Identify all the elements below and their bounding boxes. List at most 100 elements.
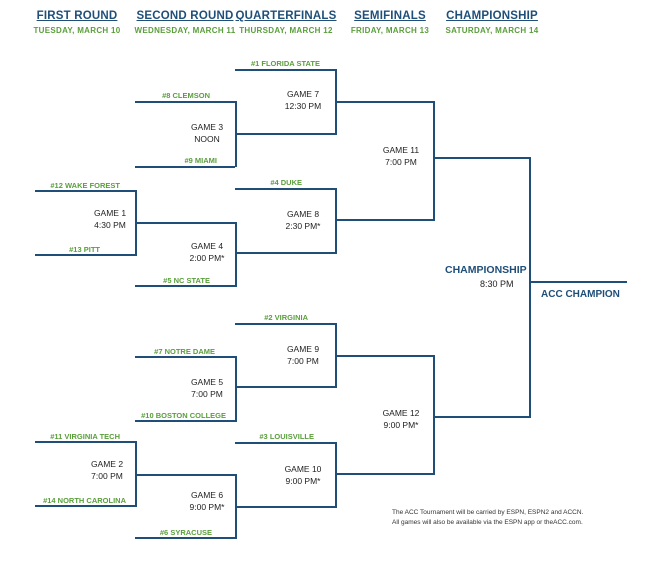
game-2-time: 7:00 PM <box>91 470 123 481</box>
line-boston-college <box>135 420 235 422</box>
game-1: GAME 1 4:30 PM <box>75 208 145 231</box>
championship-time: 8:30 PM <box>480 279 514 289</box>
line-game5-vertical <box>235 356 237 422</box>
line-game12-winner <box>433 416 529 418</box>
round-date-second: WEDNESDAY, MARCH 11 <box>134 26 236 35</box>
line-game7-winner <box>335 101 433 103</box>
game-6: GAME 6 9:00 PM* <box>172 490 242 513</box>
game-9-name: GAME 9 <box>286 344 320 354</box>
game-11: GAME 11 7:00 PM <box>366 145 436 168</box>
game-12-time: 9:00 PM* <box>383 419 419 430</box>
broadcast-note-line2: All games will also be available via the… <box>392 519 583 526</box>
line-pitt <box>35 254 135 256</box>
team-nc-state: #5 NC STATE <box>163 276 210 285</box>
line-game10-winner <box>335 473 433 475</box>
line-wake-forest <box>35 190 135 192</box>
game-5-time: 7:00 PM <box>191 388 223 399</box>
game-10-time: 9:00 PM* <box>285 475 321 486</box>
line-syracuse <box>135 537 235 539</box>
team-notre-dame: #7 NOTRE DAME <box>154 347 215 356</box>
line-game3-vertical <box>235 101 237 167</box>
line-virginia-tech <box>35 441 135 443</box>
game-8: GAME 8 2:30 PM* <box>268 209 338 232</box>
championship-label: CHAMPIONSHIP <box>445 264 527 276</box>
team-virginia-tech: #11 VIRGINIA TECH <box>50 432 120 441</box>
broadcast-note-line1: The ACC Tournament will be carried by ES… <box>392 509 584 516</box>
line-game2-winner <box>135 474 235 476</box>
team-syracuse: #6 SYRACUSE <box>159 528 212 537</box>
line-florida-state <box>235 69 335 71</box>
line-game4-winner <box>235 252 335 254</box>
game-4-time: 2:00 PM* <box>189 252 225 263</box>
line-louisville <box>235 442 335 444</box>
game-3: GAME 3 NOON <box>172 122 242 145</box>
round-date-first: TUESDAY, MARCH 10 <box>33 26 121 35</box>
team-virginia: #2 VIRGINIA <box>264 313 308 322</box>
round-title-championship: CHAMPIONSHIP <box>446 10 538 22</box>
game-5-name: GAME 5 <box>190 377 224 387</box>
game-1-name: GAME 1 <box>93 208 127 218</box>
line-champion <box>529 281 627 283</box>
game-3-time: NOON <box>194 133 220 144</box>
team-duke: #4 DUKE <box>270 178 302 187</box>
line-virginia <box>235 323 335 325</box>
line-miami <box>135 166 235 168</box>
line-notre-dame <box>135 356 235 358</box>
broadcast-note: The ACC Tournament will be carried by ES… <box>392 508 632 528</box>
game-11-time: 7:00 PM <box>385 156 417 167</box>
line-game3-winner <box>235 133 335 135</box>
game-8-name: GAME 8 <box>286 209 320 219</box>
game-12: GAME 12 9:00 PM* <box>366 408 436 431</box>
team-clemson: #8 CLEMSON <box>162 91 210 100</box>
line-game1-winner <box>135 222 235 224</box>
line-nc-state <box>135 285 235 287</box>
round-date-championship: SATURDAY, MARCH 14 <box>445 26 539 35</box>
round-date-semifinals: FRIDAY, MARCH 13 <box>350 26 430 35</box>
game-7-time: 12:30 PM <box>284 100 322 111</box>
acc-champion-label: ACC CHAMPION <box>541 289 620 300</box>
line-game10-vertical <box>335 442 337 508</box>
game-10-name: GAME 10 <box>284 464 322 474</box>
round-date-quarterfinals: THURSDAY, MARCH 12 <box>239 26 333 35</box>
game-2: GAME 2 7:00 PM <box>72 459 142 482</box>
line-game5-winner <box>235 386 335 388</box>
line-game4-vertical <box>235 222 237 287</box>
line-north-carolina <box>35 505 135 507</box>
game-4-name: GAME 4 <box>190 241 224 251</box>
game-8-time: 2:30 PM* <box>285 220 321 231</box>
line-game9-winner <box>335 355 433 357</box>
game-7: GAME 7 12:30 PM <box>268 89 338 112</box>
round-title-quarterfinals: QUARTERFINALS <box>235 10 337 22</box>
game-9: GAME 9 7:00 PM <box>268 344 338 367</box>
line-game8-winner <box>335 219 433 221</box>
game-9-time: 7:00 PM <box>287 355 319 366</box>
game-5: GAME 5 7:00 PM <box>172 377 242 400</box>
game-2-name: GAME 2 <box>90 459 124 469</box>
team-pitt: #13 PITT <box>69 245 100 254</box>
game-12-name: GAME 12 <box>382 408 420 418</box>
team-florida-state: #1 FLORIDA STATE <box>250 59 320 68</box>
game-11-name: GAME 11 <box>382 145 420 155</box>
game-6-name: GAME 6 <box>190 490 224 500</box>
team-miami: #9 MIAMI <box>184 156 217 165</box>
round-title-semifinals: SEMIFINALS <box>354 10 426 22</box>
game-7-name: GAME 7 <box>286 89 320 99</box>
line-clemson <box>135 101 235 103</box>
line-game11-vertical <box>433 101 435 221</box>
team-louisville: #3 LOUISVILLE <box>259 432 314 441</box>
line-game8-vertical <box>335 188 337 254</box>
line-game6-winner <box>235 506 335 508</box>
line-game12-vertical <box>433 355 435 475</box>
game-10: GAME 10 9:00 PM* <box>268 464 338 487</box>
game-4: GAME 4 2:00 PM* <box>172 241 242 264</box>
game-3-name: GAME 3 <box>190 122 224 132</box>
line-game11-winner <box>433 157 529 159</box>
line-duke <box>235 188 335 190</box>
team-wake-forest: #12 WAKE FOREST <box>50 181 120 190</box>
team-boston-college: #10 BOSTON COLLEGE <box>141 411 226 420</box>
game-1-time: 4:30 PM <box>94 219 126 230</box>
round-title-second: SECOND ROUND <box>136 10 234 22</box>
team-north-carolina: #14 NORTH CAROLINA <box>43 496 126 505</box>
line-championship-vertical <box>529 157 531 418</box>
round-title-first: FIRST ROUND <box>36 10 118 22</box>
